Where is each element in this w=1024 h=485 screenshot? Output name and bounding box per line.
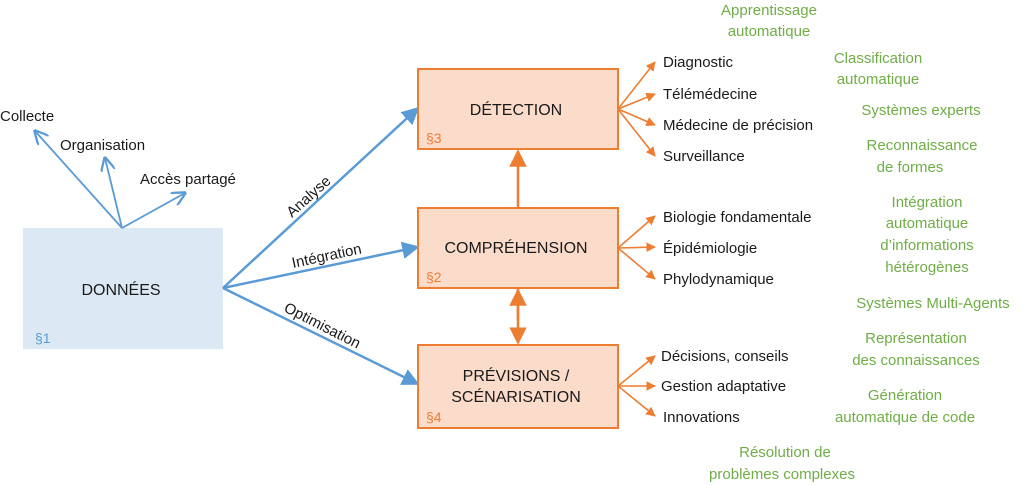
method-systemes-experts: Systèmes experts bbox=[861, 102, 980, 119]
detection-section: §3 bbox=[426, 130, 442, 146]
data-box-section: §1 bbox=[35, 330, 51, 346]
arrow-integration bbox=[222, 241, 420, 290]
data-box-label: DONNÉES bbox=[81, 280, 160, 299]
comprehension-box bbox=[417, 207, 619, 289]
output-medecine-precision: Médecine de précision bbox=[663, 117, 813, 134]
forecast-section: §4 bbox=[426, 409, 442, 425]
output-diagnostic: Diagnostic bbox=[663, 54, 734, 71]
arrow-acces-partage bbox=[121, 193, 185, 229]
fanout-forecast bbox=[617, 355, 656, 417]
output-decisions: Décisions, conseils bbox=[661, 348, 789, 365]
output-gestion: Gestion adaptative bbox=[661, 378, 786, 395]
transition-label-optimisation: Optimisation bbox=[281, 299, 363, 352]
transition-label-analyse: Analyse bbox=[283, 173, 334, 221]
arrow-optimisation bbox=[222, 286, 420, 386]
detection-box bbox=[417, 68, 619, 150]
output-biologie: Biologie fondamentale bbox=[663, 209, 811, 226]
output-epidemiologie: Épidémiologie bbox=[663, 240, 757, 257]
data-use-collecte: Collecte bbox=[0, 108, 54, 125]
output-innovations: Innovations bbox=[663, 409, 740, 426]
arrow-analyse bbox=[222, 106, 420, 289]
data-use-organisation: Organisation bbox=[60, 137, 145, 154]
method-multi-agents: Systèmes Multi-Agents bbox=[856, 295, 1009, 312]
output-phylodynamique: Phylodynamique bbox=[663, 271, 774, 288]
comprehension-section: §2 bbox=[426, 269, 442, 285]
forecast-box bbox=[417, 344, 619, 429]
fanout-detection bbox=[617, 61, 656, 157]
output-telemedecine: Télémédecine bbox=[663, 86, 757, 103]
forecast-title-line2: SCÉNARISATION bbox=[451, 387, 581, 406]
data-uses-arrows bbox=[35, 131, 185, 229]
arrow-organisation bbox=[105, 158, 123, 229]
data-use-acces-partage: Accès partagé bbox=[140, 171, 236, 188]
detection-title: DÉTECTION bbox=[470, 100, 562, 119]
output-surveillance: Surveillance bbox=[663, 148, 745, 165]
transition-arrows bbox=[222, 106, 420, 386]
forecast-title-line1: PRÉVISIONS / bbox=[463, 366, 570, 385]
comprehension-title: COMPRÉHENSION bbox=[444, 238, 587, 257]
data-box bbox=[23, 228, 223, 349]
arrow-collecte bbox=[35, 131, 123, 229]
fanout-comprehension bbox=[617, 215, 656, 280]
